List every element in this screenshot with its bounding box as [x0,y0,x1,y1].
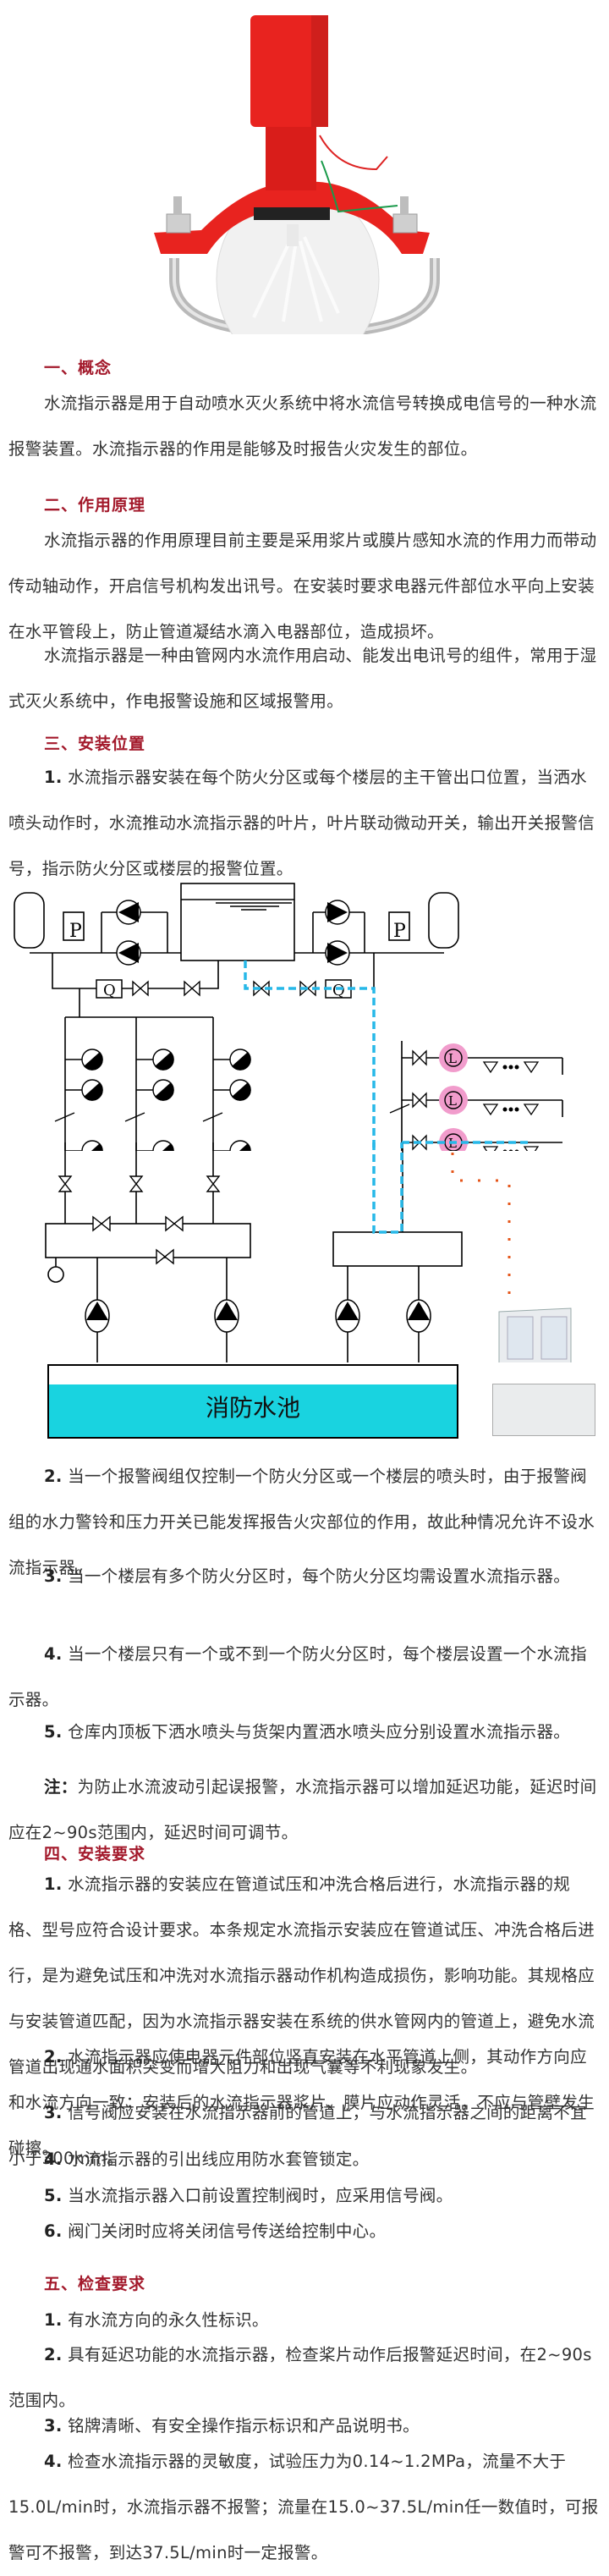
section-title-principle: 二、作用原理 [44,496,146,515]
flow-indicator-icon [439,1043,468,1072]
sprinkler-system-diagram: P P Q Q L L L [14,883,563,1151]
list-item: 6. 阀门关闭时应将关闭信号传送给控制中心。 [44,2221,387,2241]
paragraph: 水流指示器是一种由管网内水流作用启动、能发出电讯号的组件，常用于湿式灭火系统中，… [8,646,597,711]
flow-label: Q [103,982,116,999]
fire-control-panel-cabinet [492,1384,595,1436]
sprinkler-head-icon [65,1049,103,1071]
pressure-switch-left [63,911,85,941]
list-item: 4. 检查水流指示器的灵敏度，试验压力为0.14~1.2MPa，流量不大于15.… [8,2452,599,2562]
flow-label: Q [332,982,345,999]
neck [266,127,316,190]
paragraph: 水流指示器的作用原理目前主要是采用浆片或膜片感知水流的作用力而带动传动轴动作，开… [8,531,597,641]
alarm-signal-path [451,1153,511,1307]
pressure-label: P [393,921,406,942]
pressure-tank-left [14,892,45,949]
list-item: 1. 水流指示器的安装应在管道试压和冲洗合格后进行，水流指示器的规格、型号应符合… [8,1874,595,2077]
pump-icon [214,1299,239,1333]
paragraph: 水流指示器是用于自动喷水灭火系统中将水流信号转换成电信号的一种水流报警装置。水流… [8,394,597,459]
fire-control-panel [498,1307,572,1362]
flow-indicator-icon [439,1128,468,1151]
saddle [154,181,430,254]
indicator-head [250,15,328,127]
list-item: 3. 当一个楼层有多个防火分区时，每个防火分区均需设置水流指示器。 [44,1566,571,1586]
flow-meter-left [96,979,123,999]
pump-icon [406,1299,431,1333]
pump-icon [335,1299,360,1333]
list-item: 4. 当一个楼层只有一个或不到一个防火分区时，每个楼层设置一个水流指示器。 [8,1644,587,1709]
list-item: 1. 水流指示器安装在每个防火分区或每个楼层的主干管出口位置，当洒水喷头动作时，… [8,768,595,878]
note: 注：为防止水流波动引起误报警，水流指示器可以增加延迟功能，延迟时间应在2~90s… [8,1777,597,1842]
alarm-valve-manifold [45,1223,251,1258]
list-item: 1. 有水流方向的永久性标识。 [44,2310,269,2330]
list-item: 5. 仓库内顶板下洒水喷头与货架内置洒水喷头应分别设置水流指示器。 [44,1722,571,1742]
section-title-concept: 一、概念 [44,359,112,377]
pressure-gauge-icon [47,1266,64,1283]
fire-pool: 消防水池 [47,1364,458,1439]
section-title-location: 三、安装位置 [44,735,146,753]
list-item: 5. 当水流指示器入口前设置控制阀时，应采用信号阀。 [44,2186,453,2205]
roof-water-tank [180,883,295,961]
svg-text:L: L [448,1051,457,1066]
pump-icon [85,1299,110,1333]
svg-text:L: L [448,1093,457,1109]
flow-indicator-icon [439,1086,468,1115]
list-item: 2. 具有延迟功能的水流指示器，检查桨片动作后报警延迟时间，在2~90s范围内。 [8,2345,592,2410]
section-title-install-requirements: 四、安装要求 [44,1845,146,1863]
product-photo [0,0,609,334]
pressure-label: P [69,921,82,942]
water-flow-path [244,960,529,1151]
pressure-switch-right [388,911,410,941]
sprinkler-system-diagram-lower [45,1142,572,1362]
section-title-inspection: 五、检查要求 [44,2275,146,2293]
list-item: 3. 信号阀应安装在水流指示器前的管道上，与水流指示器之间的距离不宜小于300m… [8,2103,587,2168]
pressure-tank-right [428,892,459,949]
supply-manifold [332,1231,463,1267]
list-item: 2. 水流指示器应使电器元件部位竖直安装在水平管道上侧，其动作方向应和水流方向一… [8,2047,595,2158]
pool-label: 消防水池 [205,1394,300,1422]
list-item: 2. 当一个报警阀组仅控制一个防火分区或一个楼层的喷头时，由于报警阀组的水力警铃… [8,1467,595,1577]
list-item: 3. 铭牌清晰、有安全操作指示标识和产品说明书。 [44,2416,420,2436]
list-item: 4. 水流指示器的引出线应用防水套管锁定。 [44,2149,370,2169]
